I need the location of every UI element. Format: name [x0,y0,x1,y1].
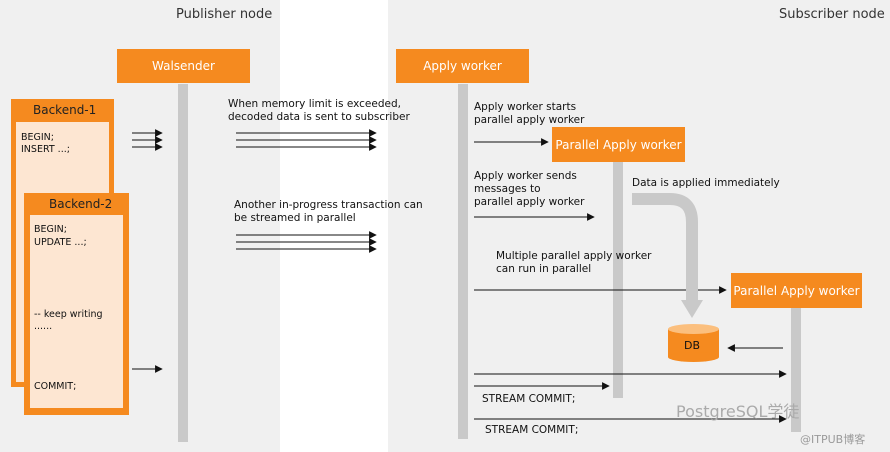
backend-2-keep-writing: -- keep writing [34,309,103,320]
parallel-apply-worker-1-lifeline [613,162,623,398]
stream-arrows-2 [236,231,377,253]
walsender-lifeline [178,84,188,442]
backend-1-line-2: INSERT ...; [21,144,70,155]
apply-worker-box: Apply worker [396,49,529,83]
backend-2-card: Backend-2 [24,193,129,415]
watermark-site: @ITPUB博客 [800,433,866,446]
note-stream-commit-1: STREAM COMMIT; [482,393,576,405]
apply-worker-lifeline [458,84,468,439]
stream-arrows-1 [236,129,377,151]
note-sends: Apply worker sends messages to parallel … [474,170,585,208]
subscriber-node-title: Subscriber node [779,7,885,22]
applied-curved-arrow [632,193,703,318]
parallel-apply-worker-1-box: Parallel Apply worker [552,127,685,162]
backend-2-line-1: BEGIN; [34,224,67,235]
publisher-node-title: Publisher node [176,7,273,22]
note-in-progress: Another in-progress transaction can be s… [234,199,423,224]
backend-1-line-1: BEGIN; [21,132,54,143]
backend-1-title: Backend-1 [33,103,97,117]
backend-2-body [30,215,123,408]
walsender-box: Walsender [117,49,250,83]
note-starts: Apply worker starts parallel apply worke… [474,101,585,126]
parallel-apply-worker-2-box: Parallel Apply worker [731,273,862,308]
note-multiple: Multiple parallel apply worker can run i… [496,250,652,275]
note-stream-commit-2: STREAM COMMIT; [485,424,579,436]
backend-2-dots: ...... [34,321,53,332]
backend-2-line-2: UPDATE ...; [34,237,87,248]
note-memory-limit: When memory limit is exceeded, decoded d… [228,98,410,123]
backend-1-arrows [132,129,163,151]
parallel-apply-worker-2-lifeline [791,308,801,432]
db-label: DB [684,339,701,352]
watermark-text: PostgreSQL学徒 [676,402,800,421]
note-applied: Data is applied immediately [632,177,780,189]
db-cylinder [668,324,719,362]
backend-2-commit: COMMIT; [34,381,77,392]
backend-2-title: Backend-2 [49,197,113,211]
